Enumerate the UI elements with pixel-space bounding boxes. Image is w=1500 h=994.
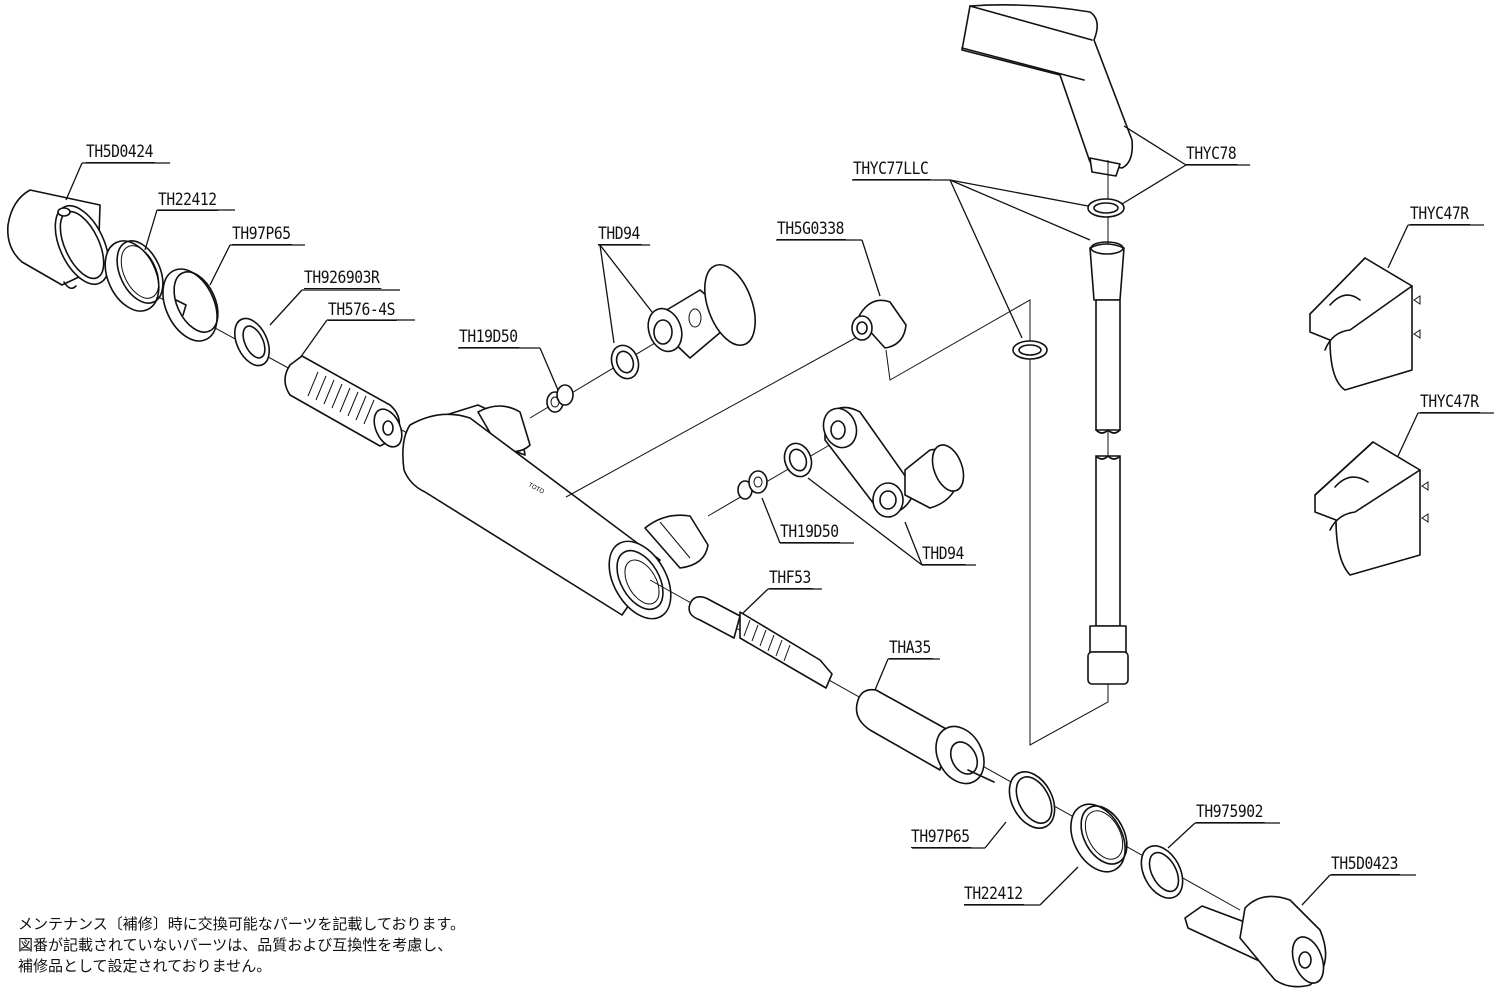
part-label-thf53: THF53: [769, 568, 813, 589]
shower-holder-part-top: [1309, 257, 1421, 391]
ring-part-bottom: [1008, 771, 1056, 829]
gasket-part-bottom: [783, 442, 813, 478]
nut-part-bottom: [1070, 803, 1128, 873]
strainer-part-bottom: [737, 470, 768, 500]
mixer-valve-body: [402, 404, 709, 620]
part-label-th97p65-top: TH97P65: [232, 224, 293, 245]
washer-part: [1012, 340, 1048, 360]
part-label-thd94-top: THD94: [598, 224, 642, 245]
part-label-th97p65-bottom: TH97P65: [911, 827, 972, 848]
thermo-cartridge-part: [284, 355, 403, 448]
hose-elbow-part: [851, 299, 907, 349]
shower-hose-part: [1087, 241, 1129, 685]
part-label-thyc47r-top: THYC47R: [1410, 204, 1471, 225]
note-line: 補修品として設定されておりません。: [18, 957, 272, 975]
assembly-axis-lower-inlet: [707, 435, 846, 517]
note-line: 図番が記載されていないパーツは、品質および互換性を考慮し、: [18, 936, 453, 954]
shower-holder-part-bottom: [1314, 441, 1429, 576]
shower-head-part: [961, 4, 1134, 230]
stopper-ring-part: [233, 317, 271, 367]
elbow-fitting-part-top: [610, 264, 756, 380]
part-label-tha35: THA35: [889, 638, 933, 659]
part-label-th22412-top: TH22412: [158, 190, 219, 211]
adapter-ring-part: [1140, 845, 1184, 899]
note-line: メンテナンス〔補修〕時に交換可能なパーツを記載しております。: [18, 915, 466, 933]
part-label-thyc47r-bottom: THYC47R: [1420, 392, 1481, 413]
strainer-part-top: [529, 339, 661, 419]
part-label-th22412-bottom: TH22412: [964, 884, 1025, 905]
part-label-th19d50-bottom: TH19D50: [780, 522, 841, 543]
ring-part-top: [162, 268, 219, 342]
maintenance-note: メンテナンス〔補修〕時に交換可能なパーツを記載しております。 図番が記載されてい…: [18, 914, 465, 977]
part-label-thyc78: THYC78: [1186, 144, 1238, 165]
nut-part-top: [104, 240, 164, 312]
part-label-thd94-bottom: THD94: [922, 544, 966, 565]
elbow-fitting-part-bottom: [822, 406, 965, 518]
temperature-handle-part: [6, 189, 110, 290]
part-label-thyc77llc: THYC77LLC: [853, 159, 931, 180]
part-label-th926903r: TH926903R: [304, 268, 382, 289]
part-label-th5d0423: TH5D0423: [1331, 854, 1400, 875]
flow-lever-handle-part: [1184, 895, 1327, 988]
part-label-th975902: TH975902: [1196, 802, 1265, 823]
flow-spindle-part: [688, 596, 833, 689]
part-label-th576-4s: TH576-4S: [328, 300, 397, 321]
switch-valve-part: [855, 688, 995, 785]
leader-lines: [65, 125, 1494, 906]
hose-gasket-part: [1087, 198, 1125, 218]
part-label-th5d0424: TH5D0424: [86, 142, 155, 163]
part-label-th5g0338: TH5G0338: [777, 219, 846, 240]
assembly-axis-upper: [565, 329, 871, 498]
part-label-th19d50-top: TH19D50: [459, 327, 520, 348]
